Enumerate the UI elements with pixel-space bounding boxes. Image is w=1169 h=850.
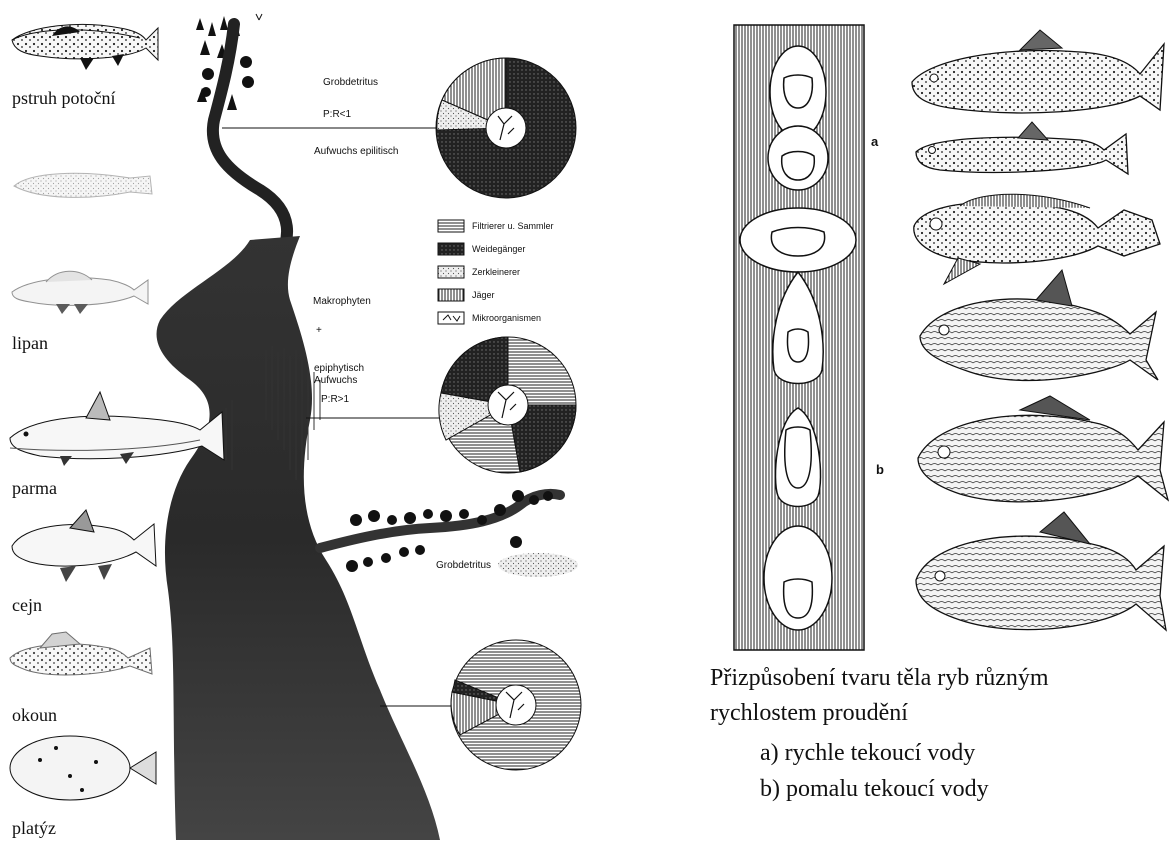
body-shape-diagram (734, 25, 1168, 650)
caption-item-b: b) pomalu tekoucí vody (760, 776, 989, 803)
fish-flounder (10, 736, 156, 800)
fish-minnow-right (916, 122, 1128, 174)
legend-label-predators: Jäger (472, 290, 495, 300)
functional-group-circle-upper (436, 58, 576, 198)
fish-trout-right (912, 30, 1164, 113)
tributary-label: Grobdetritus (436, 559, 491, 572)
fish-trout (12, 24, 158, 70)
middle-zone-ratio: P:R>1 (321, 393, 349, 406)
caption-line-2: rychlostem proudění (710, 700, 908, 727)
legend-swatch-filterers (438, 220, 464, 232)
fish-label-flounder: platýz (12, 818, 56, 839)
upper-zone-ratio: P:R<1 (323, 108, 351, 121)
middle-zone-growth-2: Aufwuchs (314, 374, 357, 387)
fish-bullhead-faint (14, 173, 152, 197)
river-body (157, 236, 440, 840)
legend-label-shredders: Zerkleinerer (472, 267, 520, 277)
fish-crucian-right (916, 512, 1166, 630)
fish-bream (12, 510, 156, 582)
legend-swatch-microorganisms (438, 312, 464, 324)
upper-zone-growth: Aufwuchs epilitisch (314, 145, 398, 158)
functional-group-circle-middle (439, 337, 576, 473)
legend-swatch-grazers (438, 243, 464, 255)
legend-label-grazers: Weidegänger (472, 244, 525, 254)
caption-line-1: Přizpůsobení tvaru těla ryb různým (710, 665, 1049, 692)
detritus-cloud (498, 553, 578, 577)
river-continuum-diagram (10, 14, 581, 840)
fish-grayling (12, 271, 148, 314)
middle-zone-plus: + (316, 324, 322, 337)
legend-swatch-shredders (438, 266, 464, 278)
functional-group-circle-lower (451, 640, 581, 770)
fish-barbel (10, 392, 224, 466)
middle-zone-title: Makrophyten (313, 295, 371, 308)
marker-b: b (876, 462, 884, 477)
fish-label-bream: cejn (12, 595, 42, 616)
fish-carp-right (918, 396, 1168, 502)
legend-label-microorganisms: Mikroorganismen (472, 313, 541, 323)
fish-label-grayling: lipan (12, 333, 48, 354)
marker-a: a (871, 134, 878, 149)
fish-bullhead-right (914, 194, 1160, 284)
fish-bream-right (920, 270, 1158, 380)
upper-zone-title: Grobdetritus (323, 76, 378, 89)
legend-swatch-predators (438, 289, 464, 301)
caption-item-a: a) rychle tekoucí vody (760, 740, 975, 767)
legend-label-filterers: Filtrierer u. Sammler (472, 221, 554, 231)
fish-label-trout: pstruh potoční (12, 88, 116, 109)
legend-swatches (438, 220, 464, 324)
fish-perch (10, 632, 152, 675)
fish-label-perch: okoun (12, 705, 57, 726)
fish-label-barbel: parma (12, 478, 57, 499)
